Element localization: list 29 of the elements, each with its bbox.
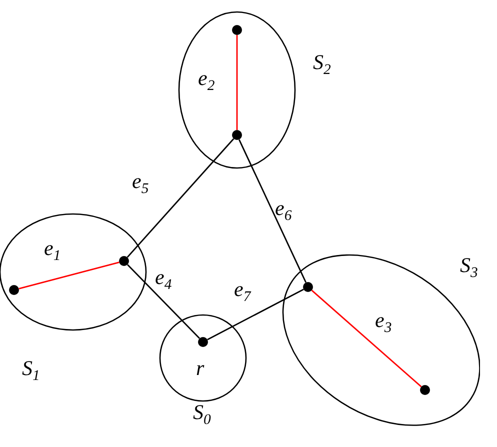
vertex-dot — [302, 282, 313, 292]
vertex-dot — [9, 285, 19, 295]
edge-label: e$_{4}$ — [155, 267, 172, 293]
set-ellipse — [178, 11, 296, 169]
graph-edge — [238, 139, 307, 283]
set-label: r — [196, 358, 204, 379]
graph-edge — [311, 290, 422, 388]
edge-label: e$_{7}$ — [234, 279, 251, 305]
graph-edge — [207, 288, 304, 340]
vertex-dot — [420, 384, 430, 395]
edge-label: e$_{6}$ — [275, 198, 292, 224]
graph-edge — [126, 138, 234, 258]
graph-edge — [236, 35, 238, 130]
vertex-dot — [119, 256, 129, 266]
set-label: S$_{2}$ — [313, 52, 331, 78]
vertex-dot — [198, 337, 208, 347]
set-label: S$_{1}$ — [22, 358, 40, 384]
edge-label: e$_{1}$ — [44, 238, 61, 264]
edge-label: e$_{5}$ — [132, 171, 149, 197]
edge-label: e$_{3}$ — [375, 310, 392, 336]
set-ellipse — [159, 314, 247, 402]
vertex-dot — [232, 25, 242, 35]
graph-edge — [18, 262, 120, 290]
vertex-dot — [232, 130, 242, 140]
set-label: S$_{3}$ — [460, 255, 478, 281]
set-ellipse — [282, 254, 480, 426]
graph-edge — [126, 264, 200, 339]
edge-label: e$_{2}$ — [198, 68, 215, 94]
set-label: S$_{0}$ — [193, 402, 211, 428]
